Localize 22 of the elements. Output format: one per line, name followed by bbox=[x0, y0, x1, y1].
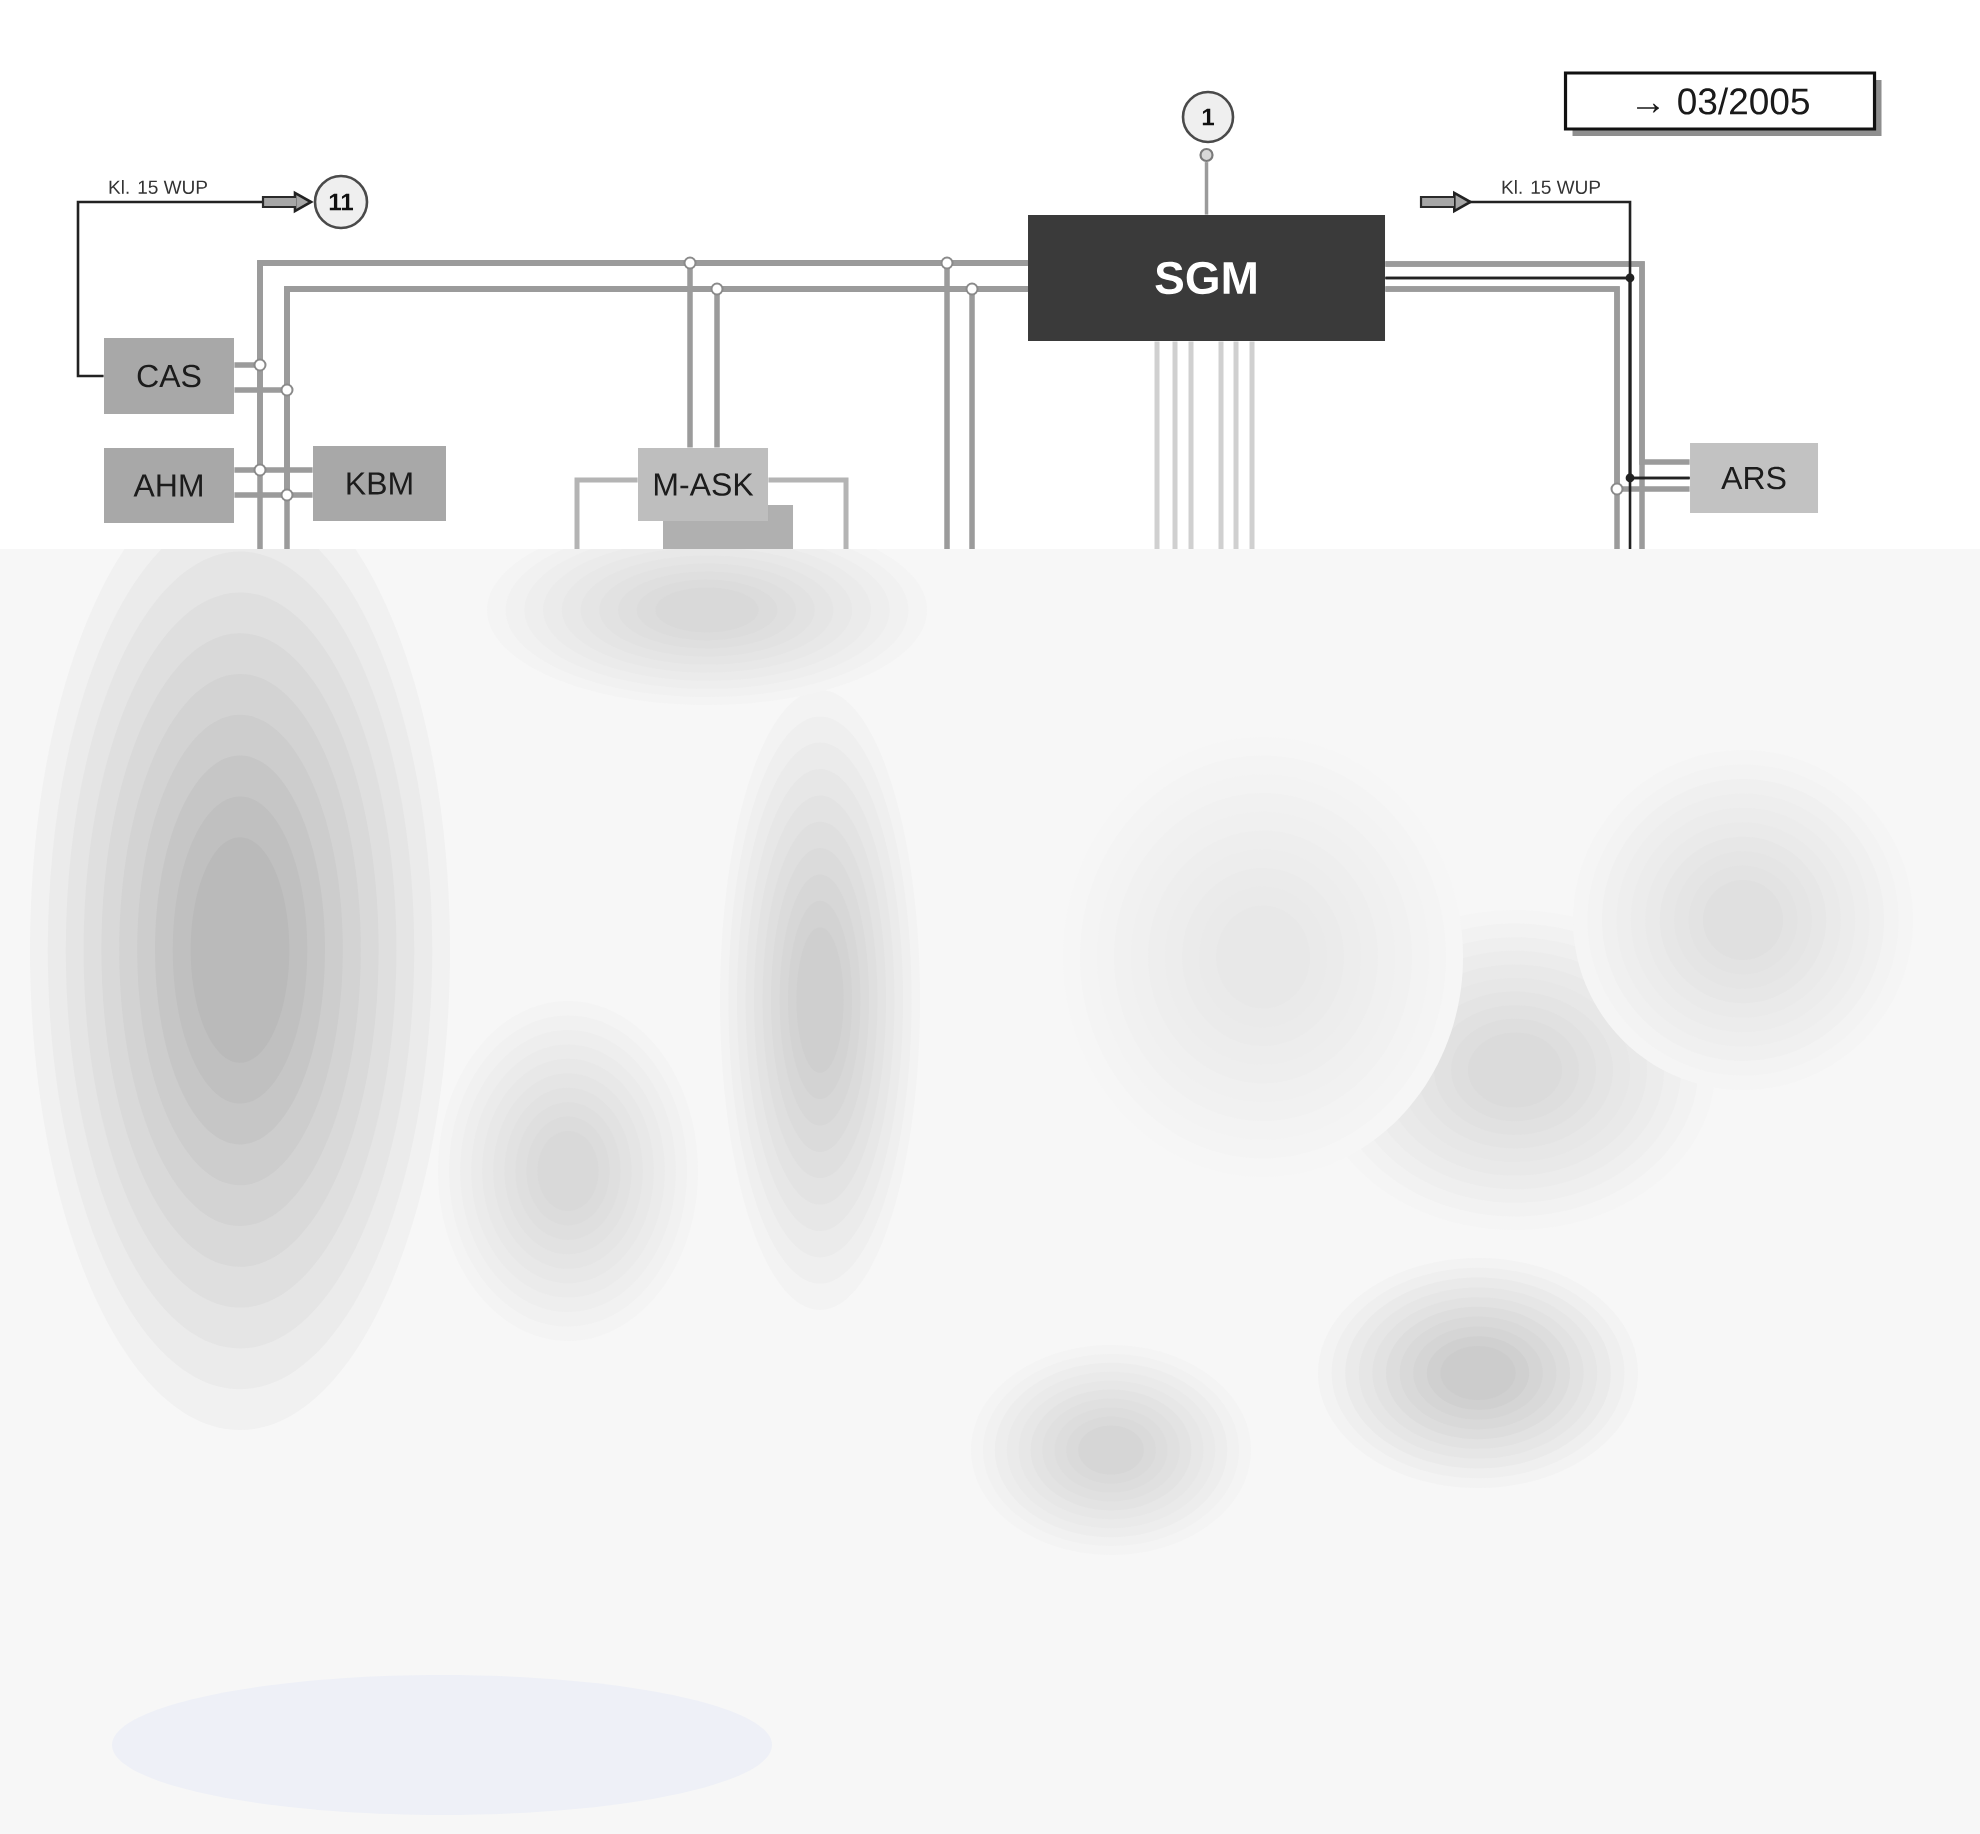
signal-arrow bbox=[1419, 190, 1690, 480]
control-unit-box: AHM bbox=[104, 448, 234, 523]
callout-number: 11 bbox=[313, 174, 369, 230]
bus-line bbox=[1154, 341, 1160, 549]
control-unit-box: M-ASK bbox=[638, 448, 768, 521]
control-unit-box: SGM bbox=[1028, 215, 1385, 341]
control-unit-box: CAS bbox=[104, 338, 234, 414]
bus-line bbox=[1249, 341, 1255, 549]
bus-line bbox=[1188, 341, 1194, 549]
version-tag: → 03/2005 bbox=[1563, 71, 1882, 136]
bus-line bbox=[687, 260, 1031, 451]
edge-label: Kl. 15 WUP bbox=[106, 178, 210, 196]
bus-line bbox=[768, 477, 849, 549]
bus-line bbox=[574, 477, 638, 549]
control-unit-box: ARS bbox=[1690, 443, 1818, 513]
bus-line bbox=[1233, 341, 1239, 549]
bus-line bbox=[1218, 341, 1224, 549]
callout-number: 1 bbox=[1181, 90, 1235, 144]
bus-line bbox=[1172, 341, 1178, 549]
pin-line bbox=[1204, 162, 1209, 215]
control-unit-box: KBM bbox=[313, 446, 446, 521]
edge-label: Kl. 15 WUP bbox=[1499, 178, 1603, 196]
